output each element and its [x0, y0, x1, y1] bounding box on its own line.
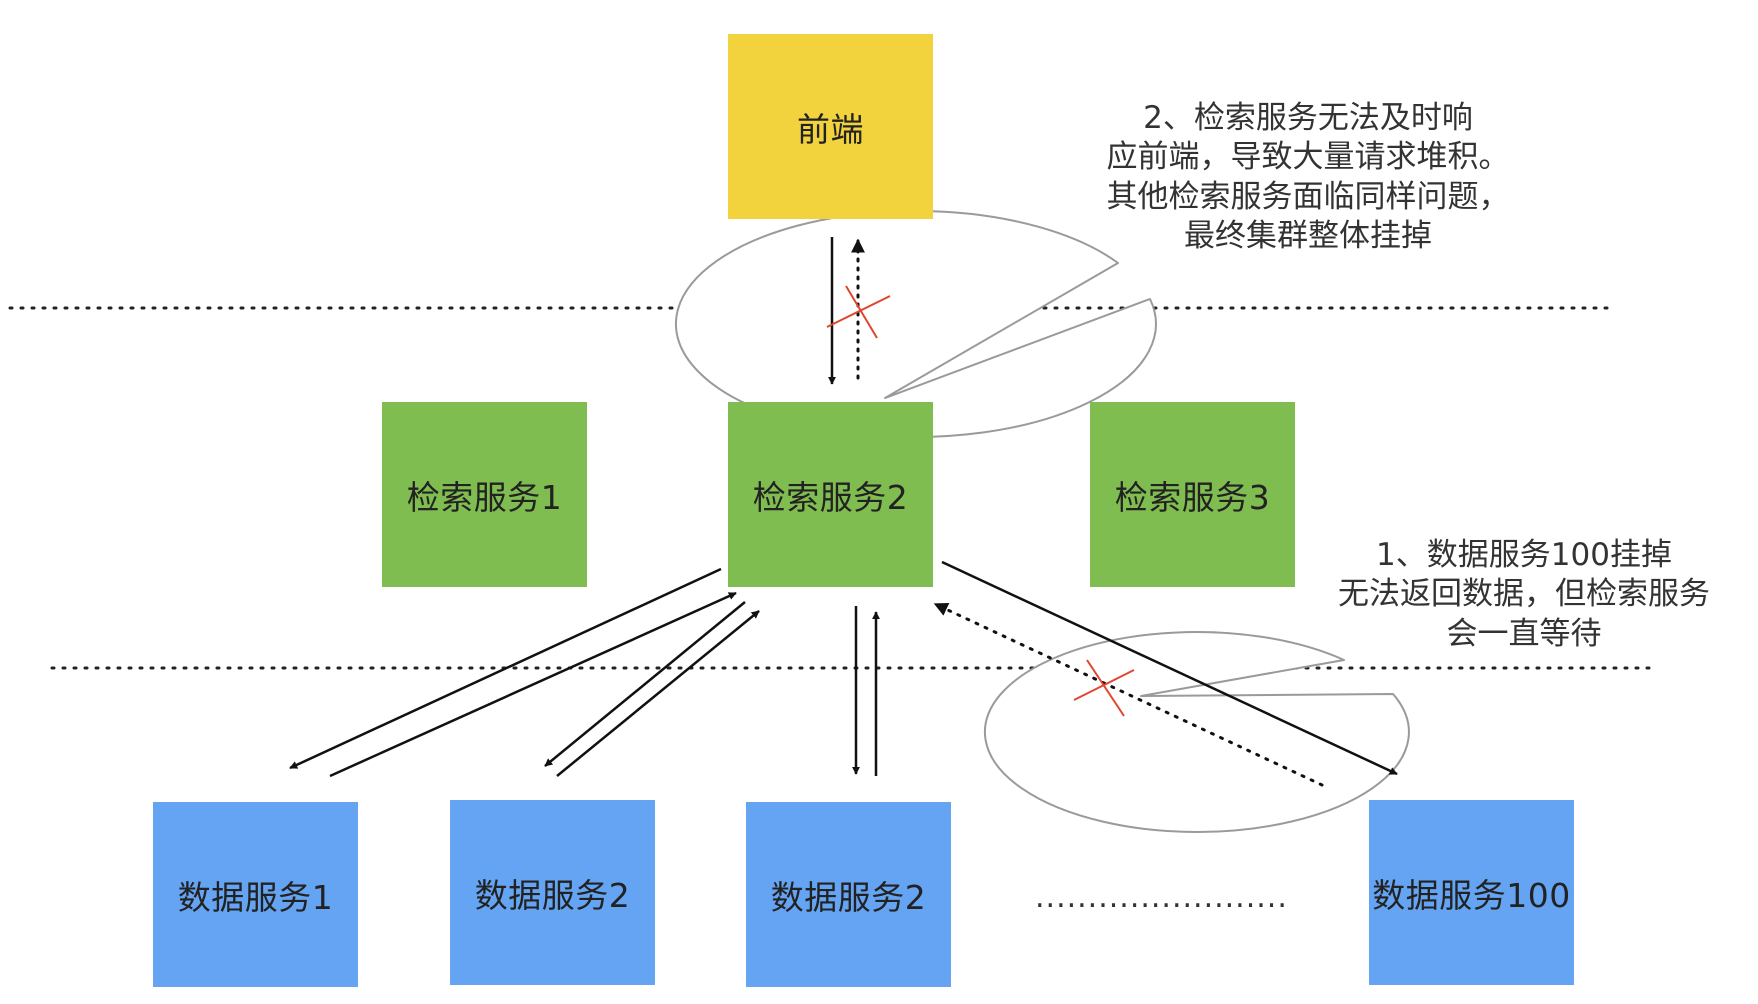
request-arrow-to-data-2 — [544, 601, 746, 767]
callout-line: 2、检索服务无法及时响 — [1143, 100, 1473, 136]
failure-cross-mark-bottom — [1073, 659, 1135, 717]
data-service-label: 数据服务100 — [1372, 875, 1571, 915]
search-service-label: 检索服务3 — [1114, 477, 1271, 517]
callout-text-right: 1、数据服务100挂掉 无法返回数据，但检索服务 会一直等待 — [1312, 536, 1736, 654]
data-service-label: 数据服务2 — [474, 875, 631, 915]
failure-cross-mark-top — [826, 285, 891, 339]
search-service-node-3: 检索服务3 — [1090, 402, 1295, 587]
callout-line: 无法返回数据，但检索服务 — [1338, 576, 1710, 613]
data-service-node-2: 数据服务2 — [450, 800, 655, 985]
data-service-node-3: 数据服务2 — [746, 802, 951, 987]
callout-line: 会一直等待 — [1446, 615, 1602, 652]
request-arrow-to-data-100 — [941, 560, 1398, 776]
search-service-node-2: 检索服务2 — [728, 402, 933, 587]
callout-line: 应前端，导致大量请求堆积。 — [1106, 139, 1510, 176]
data-service-node-1: 数据服务1 — [153, 802, 358, 987]
callout-text-top: 2、检索服务无法及时响 应前端，导致大量请求堆积。 其他检索服务面临同样问题， … — [1068, 99, 1548, 256]
response-arrow-from-data-1 — [329, 591, 737, 778]
search-service-label: 检索服务2 — [752, 477, 909, 517]
callout-line: 1、数据服务100挂掉 — [1376, 537, 1672, 573]
more-services-ellipsis: ........................ — [1035, 880, 1288, 915]
frontend-label: 前端 — [797, 109, 864, 149]
data-service-node-100: 数据服务100 — [1369, 800, 1574, 985]
data-service-label: 数据服务1 — [177, 877, 334, 917]
search-service-node-1: 检索服务1 — [382, 402, 587, 587]
callout-line: 最终集群整体挂掉 — [1184, 218, 1432, 255]
callout-bubble-right — [983, 631, 1410, 833]
data-service-label: 数据服务2 — [770, 877, 927, 917]
response-arrow-from-data-2 — [556, 610, 760, 777]
response-arrow-from-data-100-dotted — [933, 602, 1324, 787]
callout-line: 其他检索服务面临同样问题， — [1106, 178, 1510, 215]
frontend-node: 前端 — [728, 34, 933, 219]
search-service-label: 检索服务1 — [406, 477, 563, 517]
request-arrow-to-data-1 — [289, 567, 722, 770]
